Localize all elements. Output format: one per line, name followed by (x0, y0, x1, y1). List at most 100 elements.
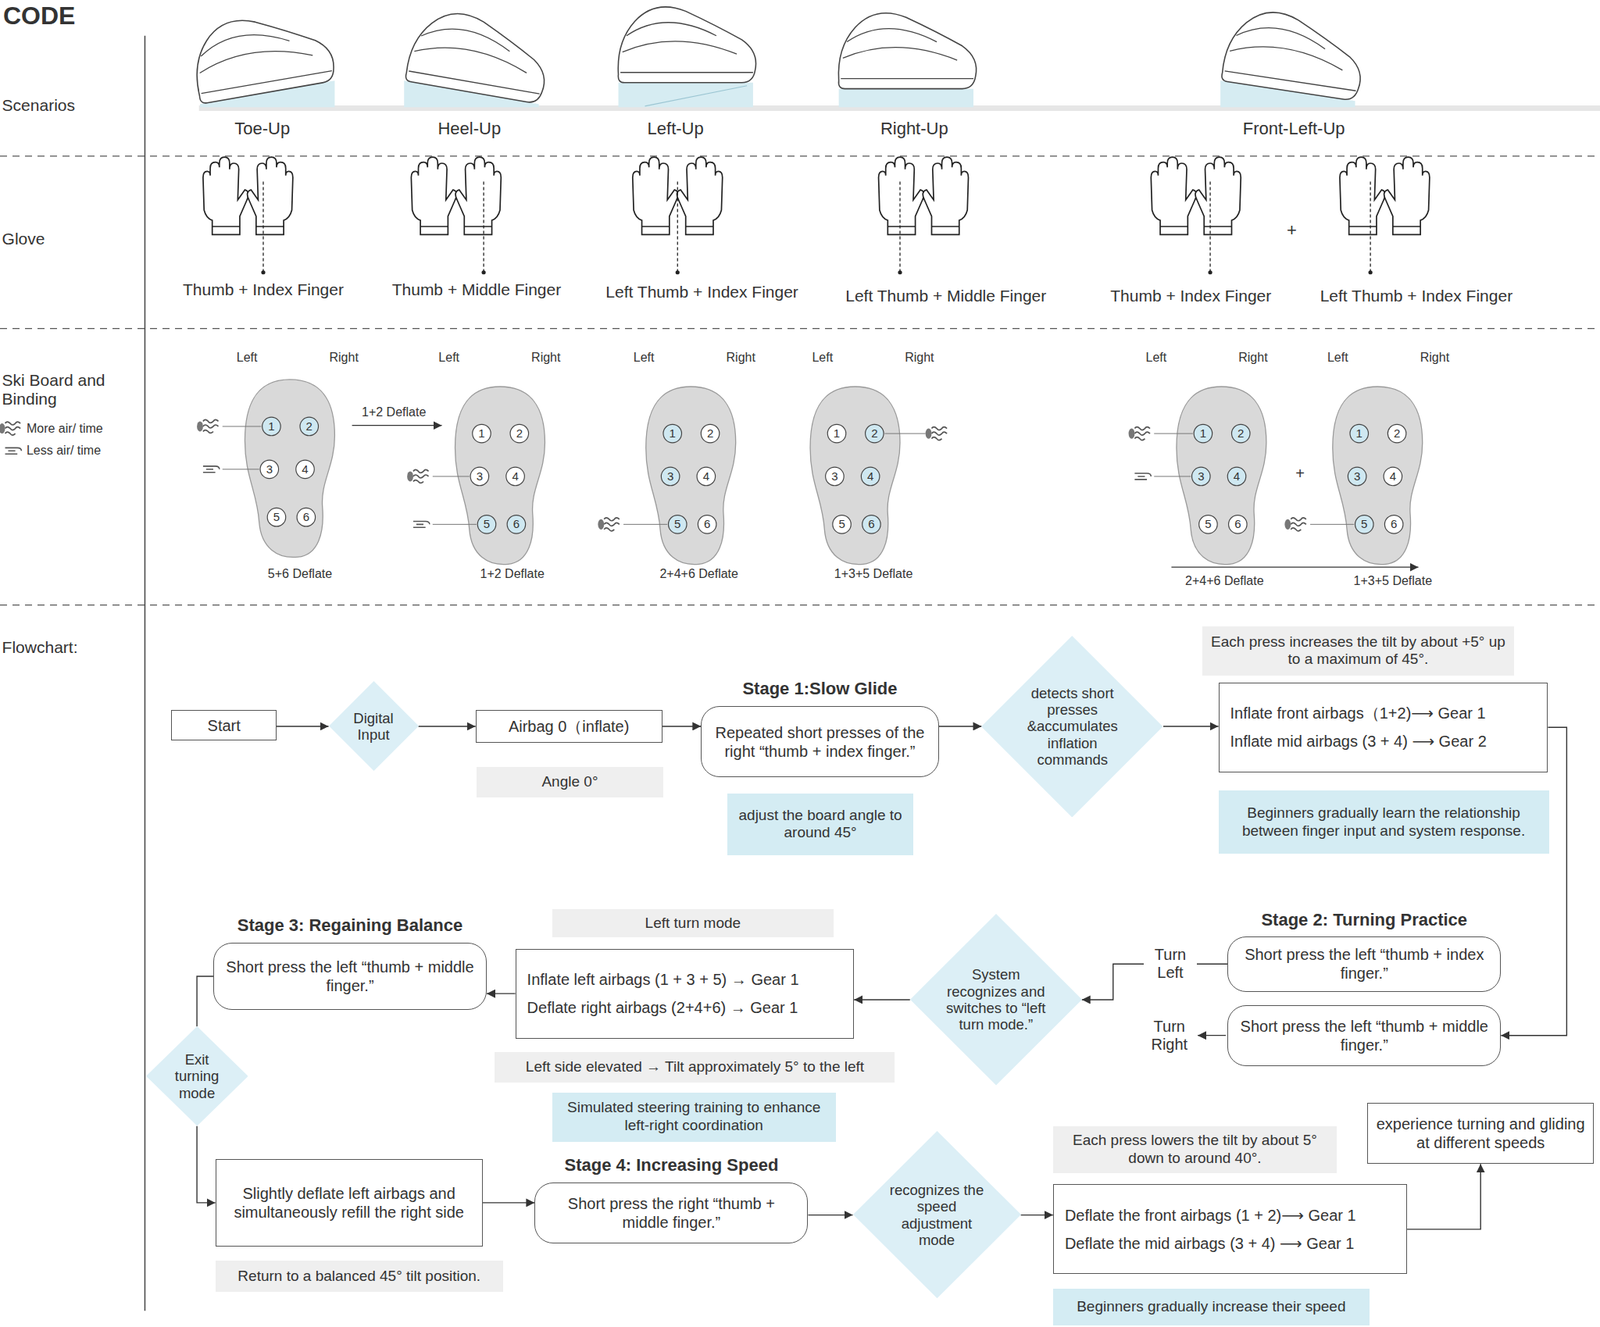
pointer-dot (675, 270, 680, 275)
node-text: Return to a balanced 45° tilt position. (237, 1267, 481, 1286)
airbag-circle (1193, 424, 1213, 443)
shoe-detail (408, 21, 548, 94)
callout-number: 6 (703, 517, 711, 532)
dashed-divider (0, 155, 1600, 157)
more-air-symbol (407, 469, 429, 483)
callout-number: 3 (1197, 469, 1204, 483)
airbag-circle (507, 515, 526, 535)
airbag-circle (1199, 515, 1218, 535)
glove-cuff (212, 225, 240, 228)
callout-number: 6 (1390, 517, 1397, 532)
air-strokes (203, 466, 220, 473)
stage-box: Stage 3: Regaining BalanceShort press th… (213, 942, 487, 1011)
tilt-wedge (618, 82, 754, 108)
glove-outline (878, 157, 925, 235)
node-text: Beginners gradually increase their speed (1076, 1298, 1346, 1317)
caption-label: Thumb + Index Finger (1110, 286, 1272, 306)
process-box: experience turning and gliding at differ… (1367, 1103, 1594, 1165)
callout-number: 5 (674, 517, 681, 532)
process-box: Inflate left airbags (1 + 3 + 5) → Gear … (515, 949, 855, 1040)
callout-number: 1 (669, 426, 676, 440)
node-text: Inflate front airbags（1+2)⟶ Gear 1 (1230, 703, 1486, 723)
node-text: System recognizes and switches to “left … (944, 966, 1048, 1033)
wedge-stripe (644, 85, 747, 107)
node-text: Short press the right “thumb + middle fi… (542, 1194, 800, 1233)
air-puff (1128, 428, 1136, 440)
stage-box: Short press the left “thumb + middle fin… (1227, 1005, 1501, 1067)
node-text: Exit turning mode (166, 1051, 228, 1102)
airbag-circle (267, 507, 286, 527)
airbag-circle (1387, 424, 1407, 443)
airbag-circle (1227, 467, 1247, 486)
airbag-circle (862, 515, 882, 535)
glove-icon (1150, 157, 1197, 235)
stage-heading: Stage 3: Regaining Balance (237, 915, 464, 936)
airbag-circle (260, 460, 279, 479)
leader-line (432, 475, 470, 477)
glove-outline (1384, 157, 1430, 235)
shoe-outline (617, 7, 756, 83)
shoe-outline (187, 5, 336, 104)
caption-label: Left (811, 350, 833, 365)
air-strokes (1134, 427, 1150, 441)
diamond-fill (328, 681, 419, 772)
info-box: adjust the board angle to around 45° (727, 793, 914, 855)
node-text: Short press the left “thumb + index fing… (1235, 945, 1493, 983)
glove-icon (1339, 157, 1386, 235)
decision-diamond: System recognizes and switches to “left … (910, 914, 1083, 1086)
caption-label: Right (726, 350, 756, 365)
caption-label: Front-Left-Up (1242, 118, 1346, 139)
callout-number: 5 (1360, 517, 1368, 532)
board-outline (455, 386, 546, 565)
leader-line (432, 524, 477, 525)
airbag-circle (860, 467, 880, 486)
stage-heading: Stage 2: Turning Practice (1260, 910, 1468, 931)
node-text: Short press the left “thumb + middle fin… (1235, 1017, 1493, 1055)
callout-number: 6 (867, 517, 875, 532)
glove-outline (203, 157, 249, 235)
leader-line (222, 468, 260, 470)
node-text: Deflate the mid airbags (3 + 4) ⟶ Gear 1 (1064, 1234, 1355, 1254)
air-strokes (203, 419, 219, 433)
callout-number: 2 (306, 419, 313, 433)
leader-line (623, 524, 668, 525)
node-text: recognizes the speed adjustment mode (886, 1182, 988, 1249)
sequence-arrow (1171, 567, 1418, 568)
node-text: Digital Input (346, 710, 401, 744)
glove-icon (455, 157, 501, 235)
caption-label: + (1286, 221, 1297, 241)
shoe-detail (1225, 21, 1364, 92)
caption-label: Thumb + Middle Finger (392, 280, 562, 300)
callout-number: 1 (267, 419, 275, 433)
callout-number: 4 (301, 462, 308, 476)
callout-number: 6 (513, 517, 520, 532)
callout-number: 1 (1356, 426, 1363, 440)
node-text: Angle 0° (541, 773, 598, 792)
flow-arrow (1500, 727, 1567, 1036)
decision-diamond: detects short presses &accumulates infla… (981, 635, 1163, 818)
glove-outline (247, 157, 293, 235)
callout-number: 2 (1393, 426, 1400, 440)
leader-line (1153, 475, 1191, 477)
shoe-illustration (617, 7, 756, 83)
note-box: Left side elevated → Tilt approximately … (494, 1052, 895, 1083)
callout-number: 5 (1204, 517, 1211, 532)
shoe-outline (838, 13, 976, 90)
glove-icon (1195, 157, 1241, 235)
airbag-circle (1350, 424, 1369, 443)
airbag-circle (865, 424, 885, 443)
glove-cuff (931, 225, 959, 228)
caption-label: Toe-Up (234, 118, 290, 139)
callout-number: 2 (871, 426, 878, 440)
airbag-circle (300, 417, 319, 436)
airbag-circle (506, 467, 525, 486)
air-puff (925, 428, 933, 440)
node-text: Airbag 0（inflate) (508, 717, 630, 736)
caption-label: 1+2 Deflate (361, 404, 426, 419)
node-text: Inflate left airbags (1 + 3 + 5) → Gear … (527, 970, 800, 990)
deflate-arrow (352, 425, 443, 426)
note-box: Angle 0° (476, 767, 664, 798)
callout-number: 1 (478, 426, 485, 440)
caption-label: Heel-Up (437, 118, 501, 139)
glove-outline (455, 157, 501, 235)
